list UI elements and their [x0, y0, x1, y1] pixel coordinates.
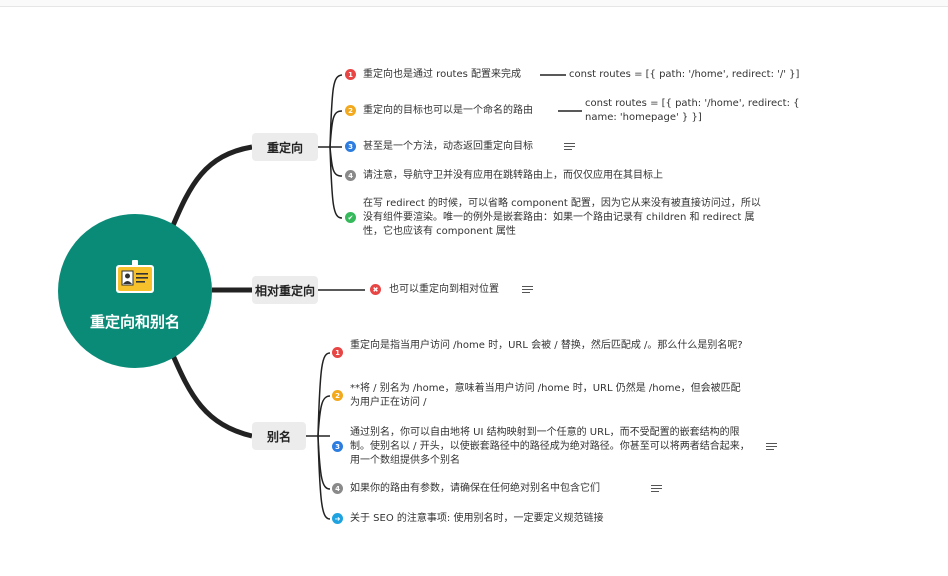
connector-root-alias [169, 352, 253, 439]
branch-redirect[interactable]: 重定向 [252, 133, 318, 161]
alias-item-5[interactable]: 关于 SEO 的注意事项: 使用别名时，一定要定义规范链接 [350, 513, 604, 524]
priority-2-icon: 2 [332, 390, 343, 401]
redirect-item-2-code[interactable]: const routes = [{ path: '/home', redirec… [585, 98, 800, 123]
redirect-item-2[interactable]: 重定向的目标也可以是一个命名的路由 [363, 105, 533, 116]
note-icon[interactable] [564, 143, 575, 152]
check-icon: ✔ [345, 212, 356, 223]
root-title: 重定向和别名 [89, 313, 180, 331]
priority-4-icon: 4 [345, 170, 356, 181]
priority-1-icon: 1 [332, 347, 343, 358]
priority-3-icon: 3 [345, 141, 356, 152]
alias-item-2[interactable]: **将 / 别名为 /home，意味着当用户访问 /home 时，URL 仍然是… [350, 383, 741, 408]
redirect-item-1-code[interactable]: const routes = [{ path: '/home', redirec… [569, 69, 800, 80]
cross-icon: ✖ [370, 284, 381, 295]
branch-alias[interactable]: 别名 [252, 422, 306, 450]
alias-item-4[interactable]: 如果你的路由有参数，请确保在任何绝对别名中包含它们 [350, 483, 600, 494]
redirect-item-1[interactable]: 重定向也是通过 routes 配置来完成 [363, 69, 521, 80]
root-node[interactable]: 重定向和别名 [58, 214, 212, 368]
note-icon[interactable] [766, 443, 777, 452]
redirect-item-3[interactable]: 甚至是一个方法，动态返回重定向目标 [363, 141, 533, 152]
alias-item-3[interactable]: 通过别名，你可以自由地将 UI 结构映射到一个任意的 URL，而不受配置的嵌套结… [350, 427, 750, 466]
redirect-item-5[interactable]: 在写 redirect 的时候，可以省略 component 配置，因为它从来没… [363, 198, 761, 237]
note-icon[interactable] [522, 286, 533, 295]
relative-item-1[interactable]: 也可以重定向到相对位置 [389, 284, 499, 295]
note-icon[interactable] [651, 485, 662, 494]
arrow-icon: ➜ [332, 513, 343, 524]
connector-root-redirect [169, 144, 253, 229]
branch-relative-redirect[interactable]: 相对重定向 [252, 276, 318, 304]
priority-4-icon: 4 [332, 483, 343, 494]
alias-item-1[interactable]: 重定向是指当用户访问 /home 时，URL 会被 / 替换，然后匹配成 /。那… [350, 340, 743, 351]
priority-1-icon: 1 [345, 69, 356, 80]
redirect-item-4[interactable]: 请注意，导航守卫并没有应用在跳转路由上，而仅仅应用在其目标上 [363, 170, 663, 181]
top-bar [0, 0, 948, 7]
priority-2-icon: 2 [345, 105, 356, 116]
id-card-icon [114, 260, 156, 300]
priority-3-icon: 3 [332, 441, 343, 452]
